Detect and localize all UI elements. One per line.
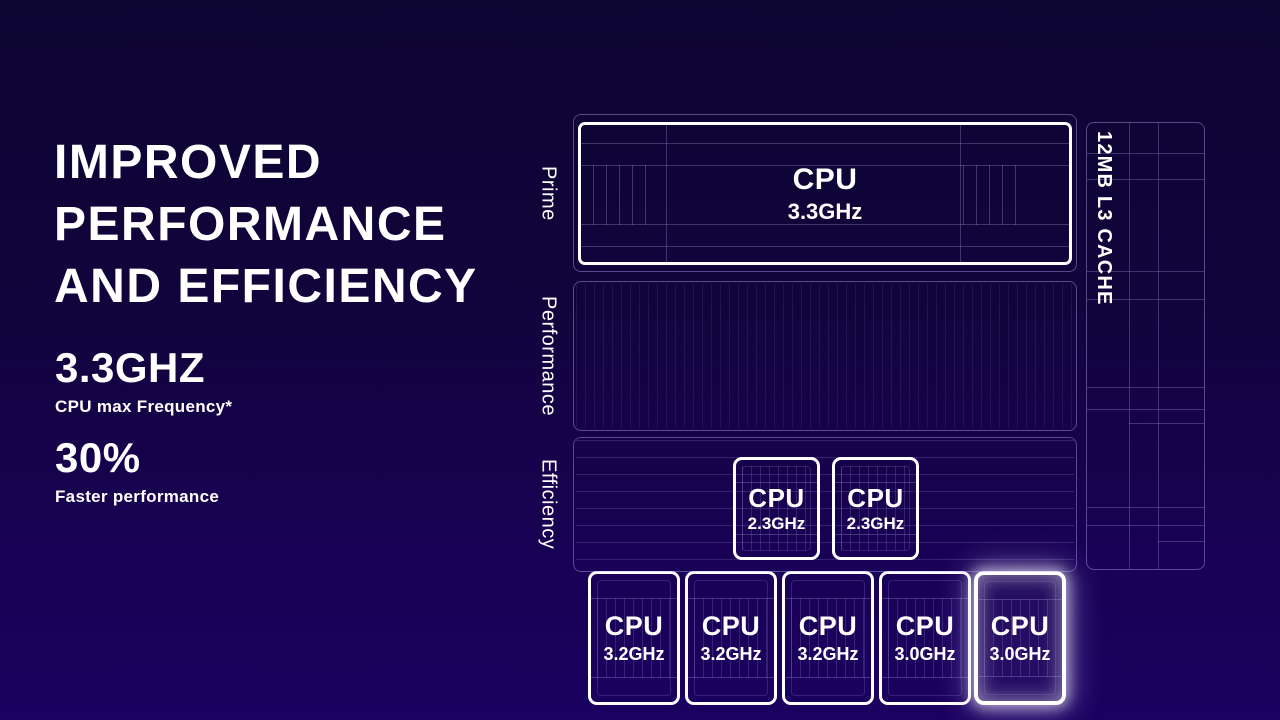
die-grid-line: [841, 466, 910, 551]
die-grid-line: [1129, 123, 1130, 569]
page-title-line-1: IMPROVED: [54, 136, 323, 189]
stat-max-frequency-value: 3.3GHZ: [55, 344, 206, 391]
stat-faster-performance: 30% Faster performance: [55, 436, 219, 507]
core-name: CPU: [701, 611, 761, 641]
l3-cache-block: [1086, 122, 1205, 570]
die-grid-texture: [576, 284, 1074, 428]
core-name: CPU: [895, 611, 955, 641]
die-grid-line: [978, 676, 1062, 677]
core-frequency: 3.2GHz: [797, 644, 859, 664]
performance-core-2: CPU 3.2GHz: [685, 571, 777, 705]
die-grid-line: [1087, 271, 1204, 272]
die-grid-line: [1158, 123, 1159, 569]
die-grid-texture: [791, 598, 865, 678]
core-frequency: 3.0GHz: [894, 644, 956, 664]
core-frequency: 2.3GHz: [846, 513, 905, 533]
die-grid-texture: [694, 598, 768, 678]
die-grid-line: [785, 677, 871, 678]
core-frequency: 3.2GHz: [700, 644, 762, 664]
core-frequency: 3.0GHz: [989, 644, 1051, 664]
row-label-prime: Prime: [537, 166, 560, 221]
performance-core-1: CPU 3.2GHz: [588, 571, 680, 705]
die-grid-texture: [742, 466, 811, 551]
die-grid-line: [960, 125, 961, 262]
page-title-line-2: PERFORMANCE: [54, 198, 447, 251]
prime-core-block: CPU 3.3GHz: [578, 122, 1072, 265]
die-grid-line: [688, 677, 774, 678]
efficiency-core-1: CPU 2.3GHz: [733, 457, 820, 560]
prime-core-name: CPU: [792, 162, 858, 196]
die-grid-line: [581, 143, 1069, 144]
page-title-line-3: AND EFFICIENCY: [54, 260, 478, 313]
performance-core-3: CPU 3.2GHz: [782, 571, 874, 705]
die-grid-line: [1087, 507, 1204, 508]
die-grid-line: [591, 677, 677, 678]
die-grid-texture: [963, 165, 1021, 225]
core-name: CPU: [604, 611, 664, 641]
die-grid-line: [1087, 409, 1204, 410]
die-grid-line: [785, 598, 871, 599]
performance-row-frame: CPU 3.2GHz CPU 3.2GHz CPU 3.2GHz CPU 3.0…: [573, 281, 1077, 705]
core-frequency: 2.3GHz: [747, 513, 806, 533]
core-name: CPU: [847, 482, 904, 513]
die-grid-line: [1087, 387, 1204, 388]
row-label-efficiency: Efficiency: [537, 459, 560, 550]
die-grid-texture: [841, 466, 910, 551]
die-grid-texture: [593, 165, 655, 225]
core-name: CPU: [798, 611, 858, 641]
die-grid-line: [736, 534, 817, 535]
core-name: CPU: [748, 482, 805, 513]
die-grid-line: [581, 165, 1069, 166]
die-grid-line: [591, 598, 677, 599]
die-grid-line: [882, 677, 968, 678]
stat-max-frequency: 3.3GHZ CPU max Frequency*: [55, 346, 232, 417]
die-grid-line: [1087, 299, 1204, 300]
die-grid-line: [1087, 153, 1204, 154]
die-grid-line: [984, 581, 1056, 695]
die-grid-line: [978, 599, 1062, 600]
die-grid-line: [882, 598, 968, 599]
stat-max-frequency-caption: CPU max Frequency*: [55, 397, 233, 416]
die-grid-texture: [984, 599, 1056, 677]
die-grid-texture: [597, 598, 671, 678]
performance-core-4: CPU 3.0GHz: [879, 571, 971, 705]
die-grid-line: [1087, 179, 1204, 180]
l3-cache-label: 12MB L3 CACHE: [1093, 131, 1115, 306]
die-grid-line: [835, 482, 916, 483]
page-title: IMPROVED PERFORMANCE AND EFFICIENCY: [54, 132, 478, 318]
die-grid-texture: [576, 440, 1074, 569]
die-grid-line: [688, 598, 774, 599]
prime-row-frame: [573, 114, 1077, 272]
core-name: CPU: [990, 611, 1050, 641]
die-grid-line: [791, 580, 865, 696]
die-grid-line: [1087, 525, 1204, 526]
performance-core-5-highlighted: CPU 3.0GHz: [974, 571, 1066, 705]
die-grid-line: [597, 580, 671, 696]
die-grid-texture: [888, 598, 962, 678]
stat-faster-performance-value: 30%: [55, 434, 141, 481]
efficiency-core-2: CPU 2.3GHz: [832, 457, 919, 560]
row-label-performance: Performance: [537, 296, 560, 416]
die-grid-line: [888, 580, 962, 696]
die-grid-line: [1158, 541, 1204, 542]
prime-core-frequency: 3.3GHz: [787, 198, 863, 224]
die-grid-line: [581, 246, 1069, 247]
die-grid-line: [736, 482, 817, 483]
die-grid-line: [694, 580, 768, 696]
die-grid-line: [581, 224, 1069, 225]
die-grid-line: [742, 466, 811, 551]
die-grid-line: [666, 125, 667, 262]
core-frequency: 3.2GHz: [603, 644, 665, 664]
die-grid-line: [1129, 423, 1204, 424]
stat-faster-performance-caption: Faster performance: [55, 487, 220, 506]
efficiency-row-frame: [573, 437, 1077, 572]
die-grid-line: [835, 534, 916, 535]
